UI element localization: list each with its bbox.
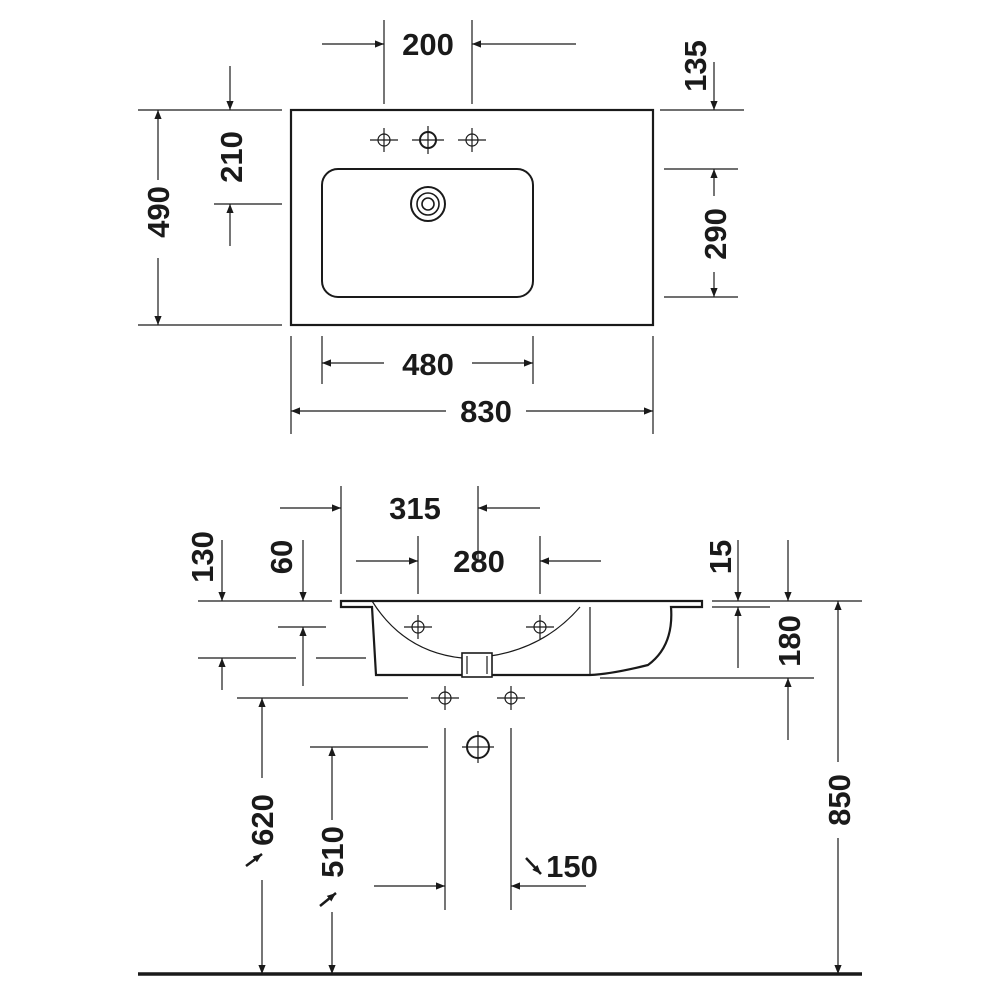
dim-bowl-width: 480 xyxy=(321,336,534,384)
dim-620: 620 xyxy=(237,697,408,974)
dim-130: 130 xyxy=(185,531,332,690)
tap-hole-right-icon xyxy=(458,128,486,152)
dim-label-480: 480 xyxy=(402,347,454,382)
side-view: 315 280 130 60 xyxy=(138,486,862,976)
overflow-left-icon xyxy=(404,615,432,639)
dim-label-15: 15 xyxy=(703,540,738,574)
dim-510: 510 xyxy=(310,746,428,974)
dim-150: 150 xyxy=(374,849,598,890)
dim-280: 280 xyxy=(356,536,601,594)
dim-label-290: 290 xyxy=(698,208,733,260)
dim-315: 315 xyxy=(280,486,540,594)
dim-tap-to-bowl: 210 xyxy=(214,66,282,246)
dim-label-130: 130 xyxy=(185,531,220,583)
dim-label-830: 830 xyxy=(460,394,512,429)
dim-total-width: 830 xyxy=(290,336,654,434)
basin-outline-side xyxy=(339,599,704,677)
tap-hole-center-icon xyxy=(412,126,444,154)
dim-60: 60 xyxy=(264,540,366,686)
dim-15: 15 xyxy=(703,540,862,668)
supply-hole-left-icon xyxy=(431,686,459,710)
drain-outlet-icon xyxy=(461,652,493,678)
dim-label-135: 135 xyxy=(678,40,713,92)
dim-bowl-depth: 290 xyxy=(664,168,738,298)
dim-label-200: 200 xyxy=(402,27,454,62)
drain-icon xyxy=(410,186,446,222)
waste-hole-icon xyxy=(462,731,494,763)
dim-label-60: 60 xyxy=(264,540,299,574)
bowl-outline-top xyxy=(321,168,534,298)
dim-label-280: 280 xyxy=(453,544,505,579)
dim-tap-spacing: 200 xyxy=(322,20,576,104)
dim-label-490: 490 xyxy=(141,186,176,238)
supply-hole-right-icon xyxy=(497,686,525,710)
dim-label-620: 620 xyxy=(245,794,280,846)
tap-hole-left-icon xyxy=(370,128,398,152)
dim-label-180: 180 xyxy=(772,615,807,667)
dim-850: 850 xyxy=(822,601,857,974)
dim-label-850: 850 xyxy=(822,774,857,826)
dim-label-210: 210 xyxy=(214,131,249,183)
dim-depth: 490 xyxy=(138,109,282,326)
overflow-right-icon xyxy=(526,615,554,639)
dim-label-315: 315 xyxy=(389,491,441,526)
dim-label-510: 510 xyxy=(315,826,350,878)
dim-180: 180 xyxy=(600,540,814,740)
dim-top-to-taps: 135 xyxy=(660,40,744,111)
dim-label-150: 150 xyxy=(546,849,598,884)
top-view: 200 135 490 210 290 xyxy=(138,20,744,434)
